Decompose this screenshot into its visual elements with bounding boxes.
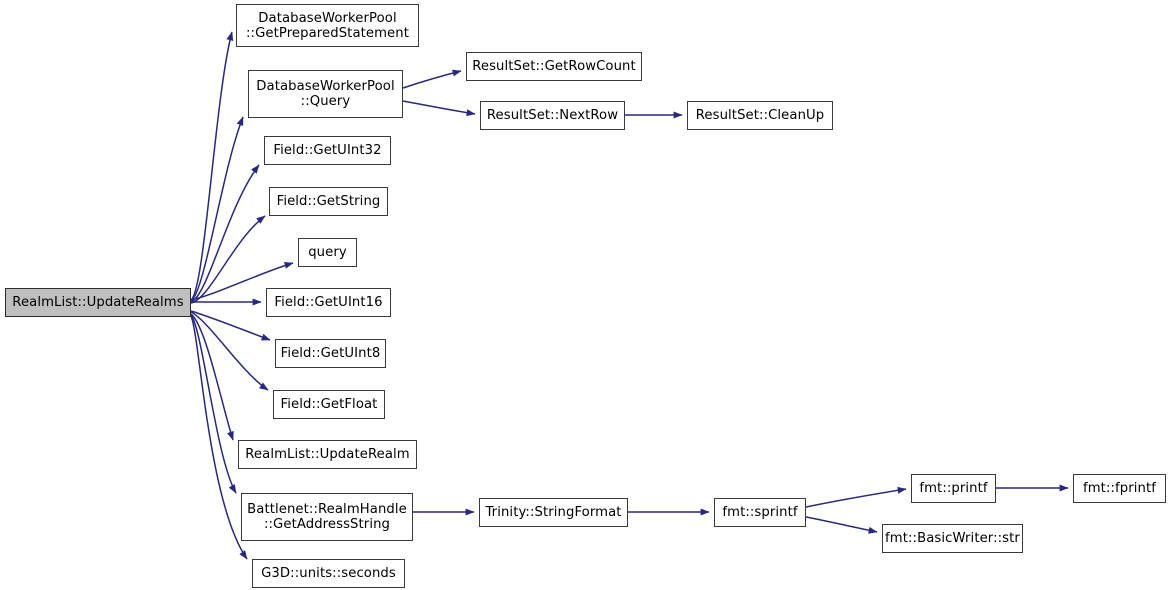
node-label-query: query <box>308 245 347 260</box>
edge-root-to-getaddressstring <box>190 314 237 494</box>
edge-root-to-query_pool <box>190 116 244 302</box>
node-getprepared[interactable]: DatabaseWorkerPool ::GetPreparedStatemen… <box>236 4 419 47</box>
node-updaterealm[interactable]: RealmList::UpdateRealm <box>238 440 417 469</box>
node-label-getrowcount: ResultSet::GetRowCount <box>472 59 636 74</box>
node-printf[interactable]: fmt::printf <box>911 474 996 503</box>
edge-root-to-getuint8 <box>190 310 271 341</box>
node-query[interactable]: query <box>298 238 357 267</box>
node-getrowcount[interactable]: ResultSet::GetRowCount <box>466 52 642 81</box>
node-getuint8[interactable]: Field::GetUInt8 <box>275 339 386 368</box>
node-sprintf[interactable]: fmt::sprintf <box>714 498 806 527</box>
node-label-getaddressstring: Battlenet::RealmHandle ::GetAddressStrin… <box>247 502 407 532</box>
node-label-getuint8: Field::GetUInt8 <box>280 346 381 361</box>
node-getfloat[interactable]: Field::GetFloat <box>273 390 385 419</box>
node-label-root: RealmList::UpdateRealms <box>12 295 184 310</box>
edge-root-to-getstring <box>190 215 266 304</box>
edge-root-to-getfloat <box>190 311 269 391</box>
node-label-cleanup: ResultSet::CleanUp <box>695 108 825 123</box>
node-label-fprintf: fmt::fprintf <box>1082 481 1157 496</box>
node-label-getprepared: DatabaseWorkerPool ::GetPreparedStatemen… <box>245 10 410 41</box>
edge-query_pool-to-getrowcount <box>402 69 462 89</box>
node-label-stringformat: Trinity::StringFormat <box>485 505 622 520</box>
node-cleanup[interactable]: ResultSet::CleanUp <box>687 101 833 130</box>
node-nextrow[interactable]: ResultSet::NextRow <box>480 101 625 130</box>
edge-root-to-getprepared <box>190 31 234 301</box>
node-getaddressstring[interactable]: Battlenet::RealmHandle ::GetAddressStrin… <box>241 493 413 541</box>
node-label-nextrow: ResultSet::NextRow <box>486 108 619 123</box>
node-label-updaterealm: RealmList::UpdateRealm <box>245 447 410 462</box>
node-stringformat[interactable]: Trinity::StringFormat <box>479 498 628 527</box>
node-getstring[interactable]: Field::GetString <box>269 187 388 216</box>
node-label-query_pool: DatabaseWorkerPool ::Query <box>256 79 395 109</box>
node-seconds[interactable]: G3D::units::seconds <box>252 559 405 588</box>
node-label-getuint16: Field::GetUInt16 <box>274 295 383 310</box>
node-fprintf[interactable]: fmt::fprintf <box>1073 474 1166 503</box>
node-getuint16[interactable]: Field::GetUInt16 <box>266 288 391 317</box>
node-label-sprintf: fmt::sprintf <box>722 505 798 520</box>
node-basicwriterstr[interactable]: fmt::BasicWriter::str <box>882 524 1023 553</box>
node-label-getfloat: Field::GetFloat <box>280 397 378 412</box>
node-label-seconds: G3D::units::seconds <box>261 566 396 581</box>
edge-root-to-seconds <box>190 315 248 560</box>
node-label-getuint32: Field::GetUInt32 <box>273 143 382 158</box>
node-getuint32[interactable]: Field::GetUInt32 <box>264 136 391 165</box>
node-root[interactable]: RealmList::UpdateRealms <box>5 288 191 317</box>
edge-sprintf-to-basicwriterstr <box>805 516 878 534</box>
edge-sprintf-to-printf <box>805 486 907 508</box>
edge-root-to-getuint32 <box>190 164 260 303</box>
node-label-printf: fmt::printf <box>919 481 988 496</box>
edge-query_pool-to-nextrow <box>402 100 476 117</box>
node-label-getstring: Field::GetString <box>276 194 381 209</box>
edge-root-to-updaterealm <box>190 313 234 441</box>
node-label-basicwriterstr: fmt::BasicWriter::str <box>885 531 1020 546</box>
node-query_pool[interactable]: DatabaseWorkerPool ::Query <box>248 70 403 118</box>
